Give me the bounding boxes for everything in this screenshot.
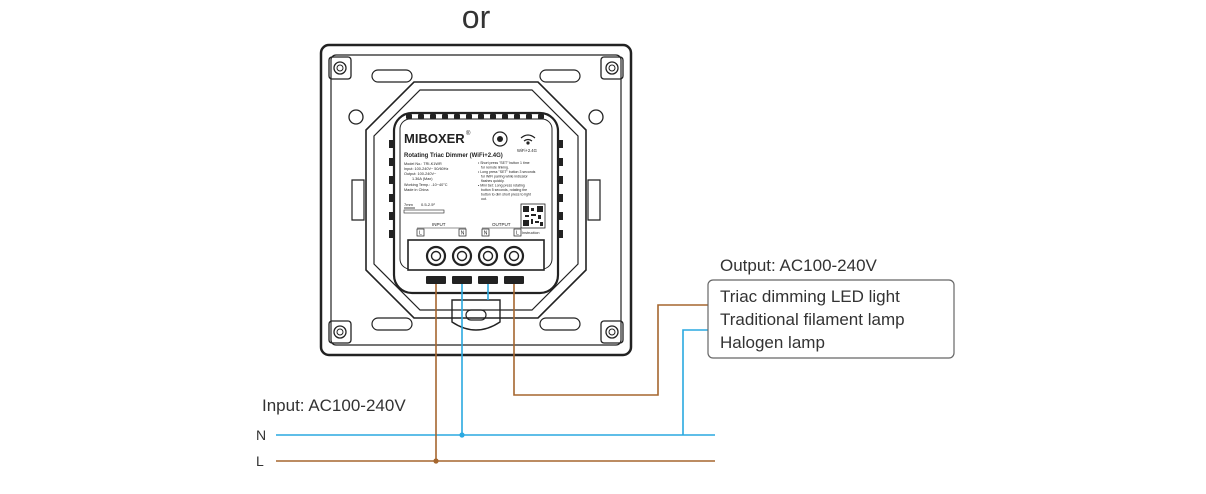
spec-line: Model No.: TRI-K1WR — [404, 162, 442, 166]
instruction-line: flashes quickly. — [481, 179, 505, 183]
wifi-label: WiFi+2.4G — [517, 148, 537, 153]
wires — [276, 284, 715, 462]
instruction-line: • Short press "SET" button 1 time — [478, 161, 530, 165]
neutral-line-label: N — [256, 427, 266, 443]
spec-line: Made in China — [404, 188, 429, 192]
mount-hole-right — [588, 109, 604, 125]
terminal-label: N — [461, 231, 465, 237]
load-item: Halogen lamp — [720, 333, 825, 352]
strip-gauge — [403, 209, 445, 214]
load-item: Traditional filament lamp — [720, 310, 905, 329]
output-voltage-label: Output: AC100-240V — [720, 256, 878, 275]
spec-line: Input: 100-240V~ 50/60Hz — [404, 167, 449, 171]
qr-code-icon — [520, 203, 546, 229]
live-output-wire — [513, 284, 708, 396]
load-item: Triac dimming LED light — [720, 287, 900, 306]
instruction-line: button to dim short press to light — [481, 193, 531, 197]
strip-length-label: 7mm — [404, 202, 414, 207]
wire-entry-slots — [426, 276, 524, 284]
terminal-letter-boxes — [416, 228, 522, 237]
input-label: INPUT — [432, 222, 446, 227]
instruction-line: out. — [481, 197, 487, 201]
load-box — [707, 279, 955, 359]
spec-list: Model No.: TRI-K1WR Input: 100-240V~ 50/… — [404, 162, 449, 192]
input-voltage-label: Input: AC100-240V — [262, 396, 406, 415]
live-line-label: L — [256, 453, 264, 469]
corner-screw-top-left — [328, 56, 352, 80]
instruction-line: for remote linking. — [481, 166, 509, 170]
terminal-label: L — [516, 231, 519, 237]
output-label: OUTPUT — [492, 222, 511, 227]
corner-screw-bottom-right — [600, 320, 624, 344]
terminal-label: L — [419, 231, 422, 237]
spec-line: 1.36A (Max) — [412, 177, 433, 181]
spec-line: Working Temp.: -10~40°C — [404, 183, 448, 187]
qr-caption: Instruction — [522, 231, 540, 235]
registered-mark: ® — [466, 130, 471, 137]
corner-screw-bottom-left — [328, 320, 352, 344]
live-junction-dot — [433, 458, 439, 464]
rotate-dial-icon — [492, 131, 508, 147]
mount-hole-left — [348, 109, 364, 125]
corner-screw-top-right — [600, 56, 624, 80]
instruction-list: • Short press "SET" button 1 time for re… — [478, 161, 536, 201]
spec-line: Output: 100-240V~ — [404, 172, 437, 176]
terminal-screws — [425, 245, 525, 267]
wire-gauge-label: 0.5-2.5² — [421, 202, 435, 207]
instruction-line: button 5 seconds, rotating the — [481, 188, 527, 192]
dimmer-module: MIBOXER ® WiFi+2.4G Rotating Triac Dimme… — [389, 111, 563, 295]
terminal-label: N — [484, 231, 488, 237]
brand-logo: MIBOXER — [404, 131, 465, 146]
wifi-icon — [520, 134, 536, 145]
heading-or: or — [462, 0, 491, 35]
instruction-line: • Mini Set: Long press rotating — [478, 184, 525, 188]
neutral-load-wire — [682, 329, 708, 435]
product-name: Rotating Triac Dimmer (WiFi+2.4G) — [404, 153, 503, 159]
instruction-line: • Long press "SET" button 3 seconds — [478, 170, 536, 174]
instruction-line: for WiFi pairing while indicator — [481, 175, 529, 179]
neutral-junction-dot — [459, 432, 465, 438]
